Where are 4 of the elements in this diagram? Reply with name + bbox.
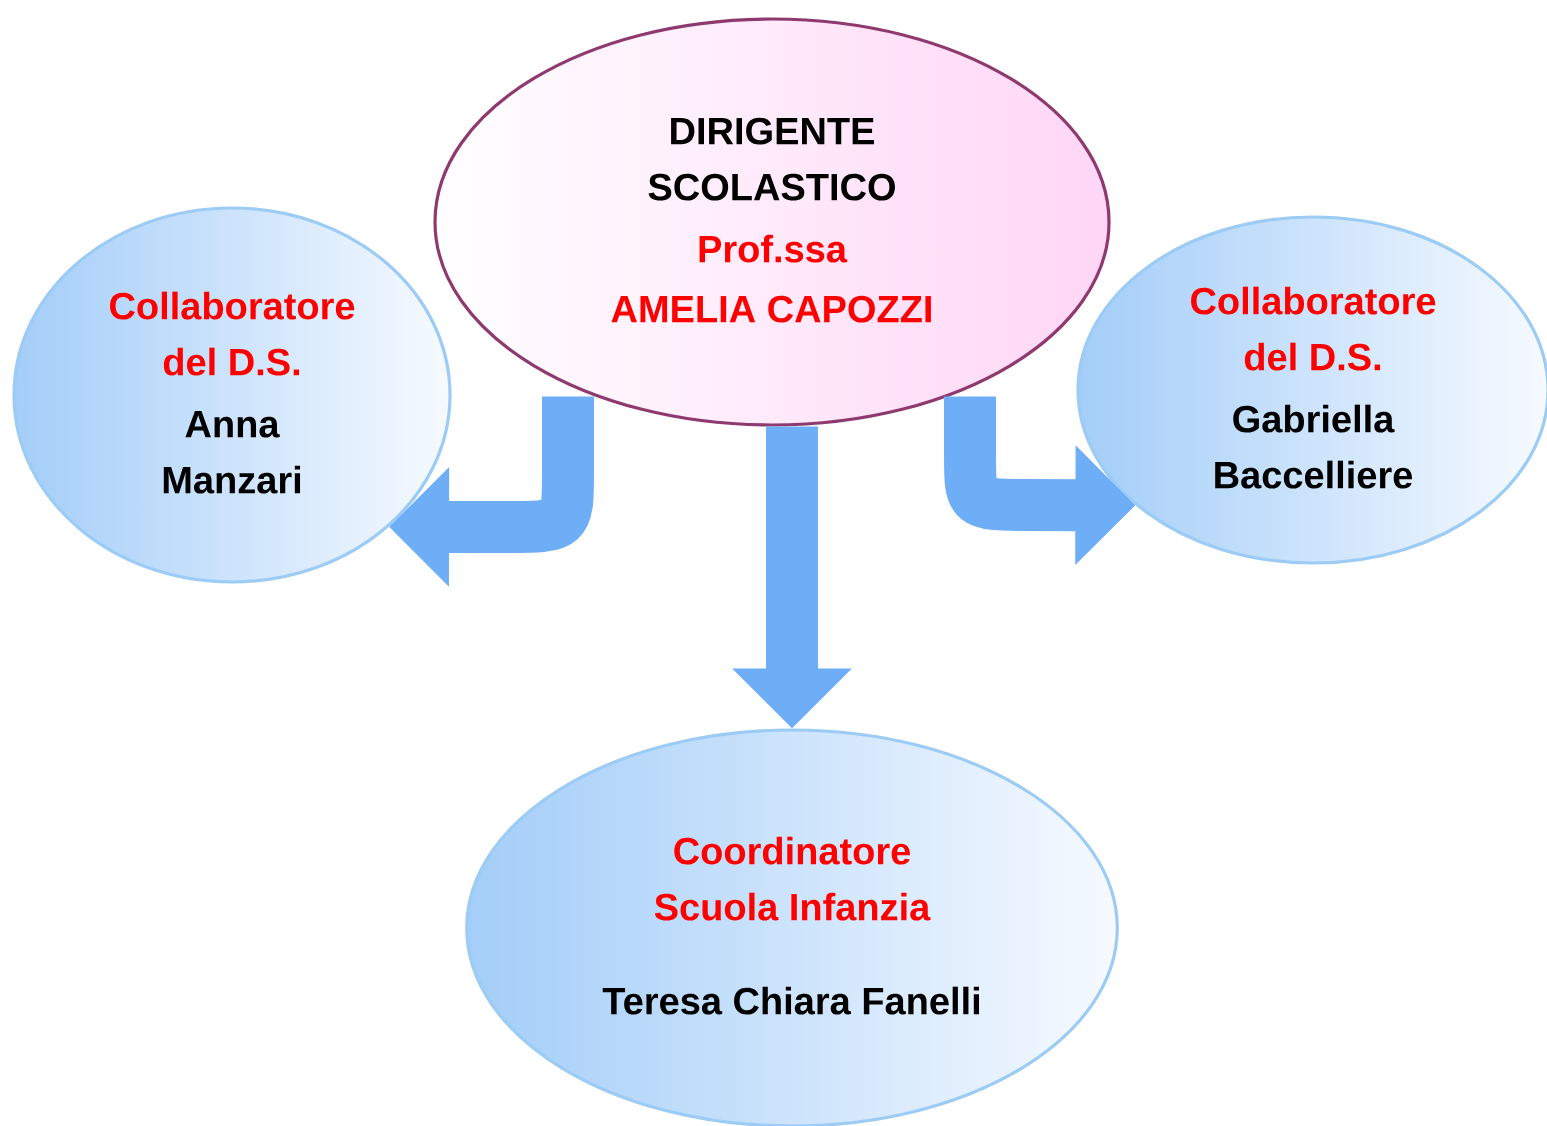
ellipse-node: DIRIGENTE SCOLASTICO Prof.ssa AMELIA CAPOZZI xyxy=(433,17,1111,427)
ellipse-node: Collaboratore del D.S. Gabriella Baccelliere xyxy=(1076,215,1547,565)
ellipse-node: Coordinatore Scuola Infanzia Teresa Chiara Fanelli xyxy=(465,728,1119,1126)
ellipse-node: Collaboratore del D.S. Anna Manzari xyxy=(12,206,452,584)
